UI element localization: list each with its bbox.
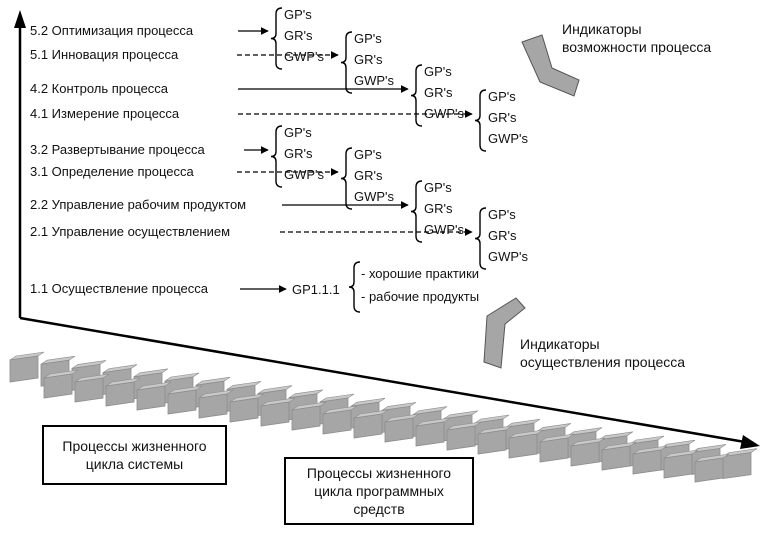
group-item-label: GWP's	[284, 49, 325, 64]
lifecycle-process-block	[291, 401, 327, 431]
base-practice-item-work-products: - рабочие продукты	[361, 289, 480, 304]
group-item-label: GR's	[354, 168, 383, 183]
lifecycle-process-block	[167, 385, 203, 415]
group-item-label: GR's	[488, 228, 517, 243]
lifecycle-process-block	[198, 389, 234, 419]
level-label-4-1: 4.1 Измерение процесса	[30, 106, 180, 121]
level-label-4-2: 4.2 Контроль процесса	[30, 81, 169, 96]
group-brace	[474, 207, 487, 270]
group-item-label: GWP's	[424, 222, 465, 237]
lifecycle-process-block	[722, 448, 758, 480]
group-item-label: GWP's	[284, 167, 325, 182]
base-practice-brace	[348, 261, 361, 313]
group-item-label: GR's	[424, 201, 453, 216]
performance-indicators-chevron	[483, 297, 526, 369]
level-label-5-2: 5.2 Оптимизация процесса	[30, 23, 194, 38]
group-brace	[410, 64, 423, 127]
level-label-2-2: 2.2 Управление рабочим продуктом	[30, 197, 247, 212]
level-label-3-1: 3.1 Определение процесса	[30, 164, 194, 179]
vertical-axis-arrowhead	[14, 10, 26, 28]
group-item-label: GR's	[354, 52, 383, 67]
lifecycle-process-block	[9, 351, 45, 383]
level-label-5-1: 5.1 Инновация процесса	[30, 47, 179, 62]
group-item-label: GR's	[488, 110, 517, 125]
group-brace	[474, 89, 487, 152]
level-label-2-1: 2.1 Управление осуществлением	[30, 224, 231, 239]
group-brace	[340, 31, 353, 94]
capability-indicators-chevron	[521, 34, 580, 97]
group-item-label: GWP's	[354, 73, 395, 88]
group-item-label: GR's	[284, 28, 313, 43]
group-item-label: GP's	[354, 31, 382, 46]
lifecycle-process-block	[322, 405, 358, 435]
lifecycle-process-block	[136, 381, 172, 411]
group-item-label: GP's	[488, 207, 516, 222]
group-item-label: GR's	[424, 85, 453, 100]
lifecycle-process-block	[539, 433, 575, 463]
diagonal-axis-arrowhead	[740, 435, 760, 449]
group-item-label: GP's	[284, 7, 312, 22]
lifecycle-process-block	[632, 445, 668, 475]
group-item-label: GWP's	[488, 131, 529, 146]
group-item-label: GP's	[284, 125, 312, 140]
group-brace	[340, 147, 353, 210]
level-label-1-1: 1.1 Осуществление процесса	[30, 281, 208, 296]
lifecycle-process-block	[43, 369, 79, 399]
group-item-label: GP's	[424, 180, 452, 195]
base-practice-item-good-practices: - хорошие практики	[361, 266, 480, 281]
lifecycle-process-block	[260, 397, 296, 427]
capability-indicators-label: Индикаторы возможности процесса	[562, 21, 712, 55]
group-item-label: GWP's	[354, 189, 395, 204]
lifecycle-process-block	[570, 437, 606, 467]
lifecycle-process-block	[601, 441, 637, 471]
lifecycle-process-block	[477, 425, 513, 455]
group-item-label: GWP's	[424, 106, 465, 121]
performance-indicators-label: Индикаторы осуществления процесса	[520, 336, 686, 370]
lifecycle-process-block	[446, 421, 482, 451]
lifecycle-process-block	[353, 409, 389, 439]
group-item-label: GWP's	[488, 249, 529, 264]
base-practice-code: GP1.1.1	[292, 282, 340, 297]
system-lifecycle-processes-box: Процессы жизненного цикла системы	[42, 425, 227, 485]
lifecycle-process-block	[74, 373, 110, 403]
lifecycle-process-block	[384, 413, 420, 443]
lifecycle-process-block	[105, 377, 141, 407]
group-item-label: GP's	[424, 64, 452, 79]
group-brace	[270, 7, 283, 70]
lifecycle-process-block	[508, 429, 544, 459]
lifecycle-process-block	[415, 417, 451, 447]
level-label-3-2: 3.2 Развертывание процесса	[30, 142, 205, 157]
group-item-label: GR's	[284, 146, 313, 161]
lifecycle-process-block	[694, 453, 730, 483]
lifecycle-process-block	[663, 449, 699, 479]
diagonal-axis	[19, 316, 746, 444]
software-lifecycle-processes-box: Процессы жизненного цикла программных ср…	[284, 457, 474, 525]
group-item-label: GP's	[488, 89, 516, 104]
group-item-label: GP's	[354, 147, 382, 162]
lifecycle-process-block	[229, 393, 265, 423]
lifecycle-process-blocks	[9, 351, 758, 483]
group-brace	[270, 125, 283, 188]
group-brace	[410, 180, 423, 243]
